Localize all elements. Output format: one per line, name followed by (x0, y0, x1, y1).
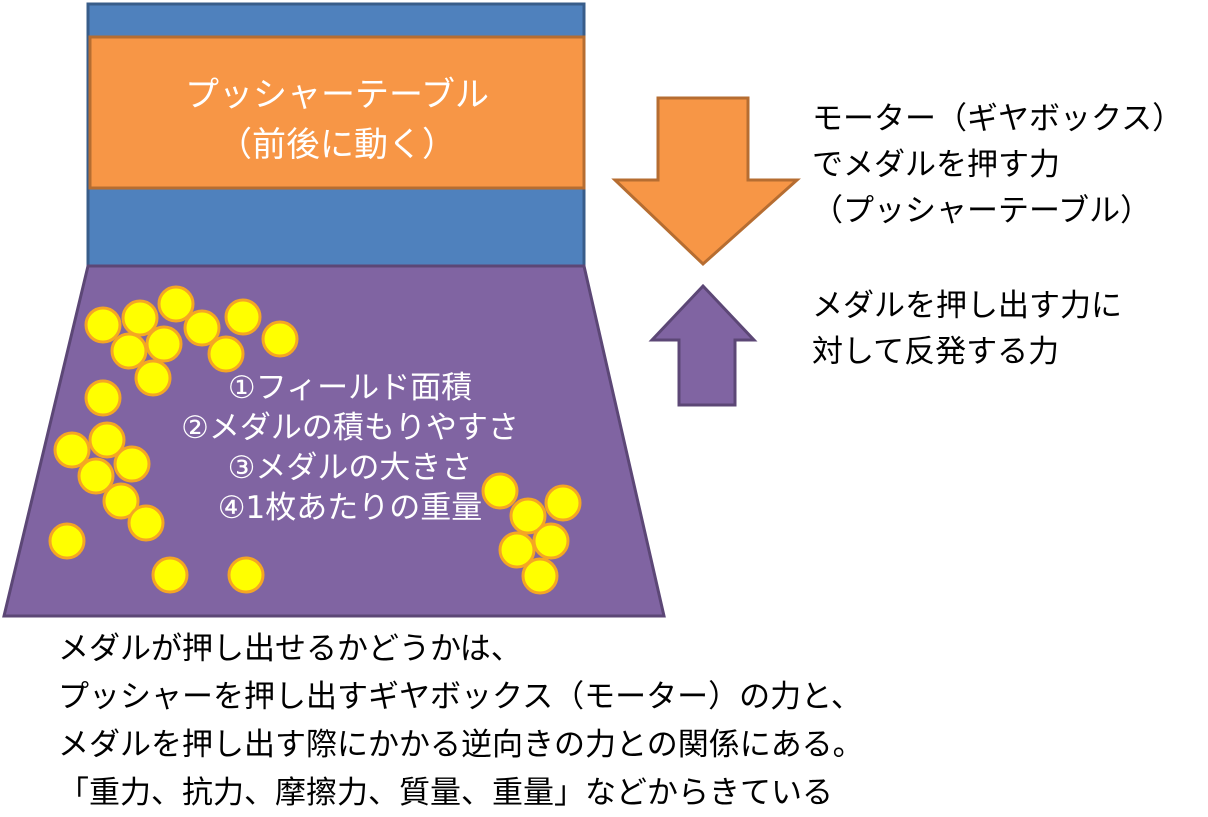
pusher-table (88, 35, 586, 190)
medal-coin (113, 445, 151, 483)
push-force-line2: でメダルを押す力 (812, 147, 1060, 183)
medal-coin (84, 379, 122, 417)
medal-coin (227, 556, 265, 594)
medal-coin (183, 309, 221, 347)
medal-coin (102, 482, 140, 520)
push-force-label: モーター（ギヤボックス） でメダルを押す力 （プッシャーテーブル） (812, 96, 1183, 234)
medal-coin (544, 484, 582, 522)
medal-coin (145, 325, 183, 363)
medal-coin (151, 556, 189, 594)
medal-coin (224, 298, 262, 336)
counter-force-arrow (648, 283, 758, 407)
medal-coin (48, 522, 86, 560)
factor-medal-weight: ④1枚あたりの重量 (217, 490, 483, 526)
medal-coin (84, 306, 122, 344)
medal-coin (532, 522, 570, 560)
medal-coin (88, 421, 126, 459)
factor-medal-size: ③メダルの大きさ (227, 450, 473, 486)
factor-stackability: ②メダルの積もりやすさ (181, 410, 519, 446)
medal-coin (53, 431, 91, 469)
explanation-text: メダルが押し出せるかどうかは、 プッシャーを押し出すギヤボックス（モーター）の力… (58, 625, 864, 817)
pusher-label-line2: （前後に動く） (218, 125, 456, 165)
medal-coin (110, 332, 148, 370)
medal-coin (521, 557, 559, 595)
counter-force-label: メダルを押し出す力に 対して反発する力 (812, 283, 1122, 375)
medal-coin (77, 457, 115, 495)
medal-coin (498, 531, 536, 569)
field-factors: ①フィールド面積 ②メダルの積もりやすさ ③メダルの大きさ ④1枚あたりの重量 (110, 368, 590, 528)
medal-coin (261, 320, 299, 358)
medal-group (48, 285, 582, 595)
medal-coin (509, 497, 547, 535)
push-force-line3: （プッシャーテーブル） (812, 193, 1152, 229)
explanation-line4: 「重力、抗力、摩擦力、質量、重量」などからきている (58, 775, 833, 811)
explanation-line1: メダルが押し出せるかどうかは、 (58, 631, 522, 667)
push-force-arrow (611, 96, 801, 267)
medal-coin (134, 359, 172, 397)
push-force-line1: モーター（ギヤボックス） (812, 101, 1184, 137)
pusher-label-line1: プッシャーテーブル (185, 75, 489, 115)
explanation-line2: プッシャーを押し出すギヤボックス（モーター）の力と、 (58, 679, 862, 715)
counter-force-line2: 対して反発する力 (812, 334, 1060, 370)
medal-coin (121, 299, 159, 337)
pusher-table-label: プッシャーテーブル （前後に動く） (90, 70, 584, 170)
medal-coin (207, 335, 245, 373)
medal-coin (127, 504, 165, 542)
medal-coin (481, 472, 519, 510)
factor-field-area: ①フィールド面積 (227, 370, 473, 406)
explanation-line3: メダルを押し出す際にかかる逆向きの力との関係にある。 (58, 727, 864, 763)
medal-coin (157, 285, 195, 323)
counter-force-line1: メダルを押し出す力に (812, 288, 1122, 324)
